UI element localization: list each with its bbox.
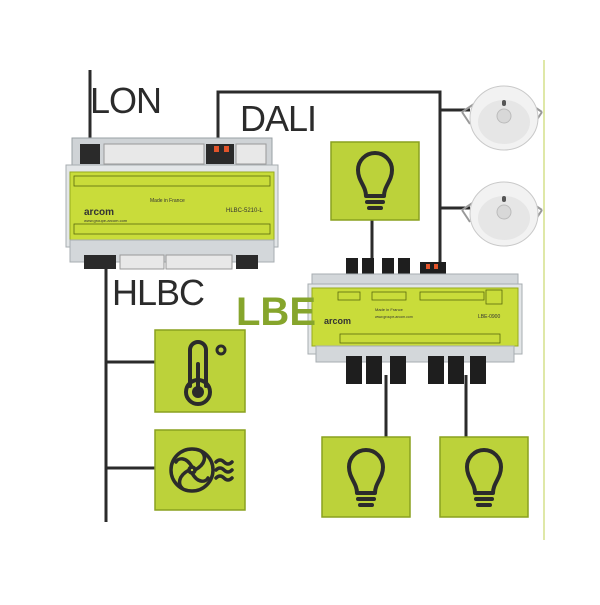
hlbc-made-in: Made in France: [150, 198, 185, 204]
lbe-label: LBE: [236, 290, 316, 334]
hlbc-device: arcom www.groupe-arcom.com Made in Franc…: [65, 137, 279, 270]
thermometer-icon: [184, 340, 227, 406]
dali-label: DALI: [240, 98, 317, 139]
lon-label: LON: [90, 80, 162, 121]
light-bulb-icon: [465, 448, 503, 507]
fan-coil-icon: [169, 447, 234, 493]
thermometer-tile: [154, 329, 246, 413]
hlbc-website: www.groupe-arcom.com: [84, 218, 128, 223]
bulb-tile-bottom-right: [439, 436, 529, 518]
light-bulb-icon: [356, 151, 394, 210]
light-bulb-icon: [347, 448, 385, 507]
hlbc-top-terminals: [80, 143, 267, 165]
fan-coil-tile: [154, 429, 246, 511]
presence-sensor-1: [461, 85, 543, 151]
hlbc-model: HLBC-5210-L: [226, 208, 263, 214]
hlbc-brand: arcom: [84, 207, 114, 218]
hlbc-label: HLBC: [112, 272, 205, 313]
lbe-made-in: Made in France: [375, 307, 404, 312]
lbe-bottom-connectors: [346, 356, 486, 384]
bulb-tile-bottom-left: [321, 436, 411, 518]
bulb-tile-top: [330, 141, 420, 221]
dali-bus-wire: [216, 90, 442, 268]
lbe-device: arcom Made in France www.groupe-arcom.co…: [307, 258, 523, 384]
sensor-icon: [502, 100, 506, 106]
hlbc-bottom-terminal: [84, 255, 116, 269]
presence-sensor-2: [461, 181, 543, 247]
lbe-website: www.groupe-arcom.com: [375, 315, 413, 319]
lbe-brand: arcom: [324, 316, 351, 326]
lbe-model: LBE-0900: [478, 314, 500, 320]
hlbc-label-panel: [69, 171, 275, 241]
sensor-icon: [502, 196, 506, 202]
